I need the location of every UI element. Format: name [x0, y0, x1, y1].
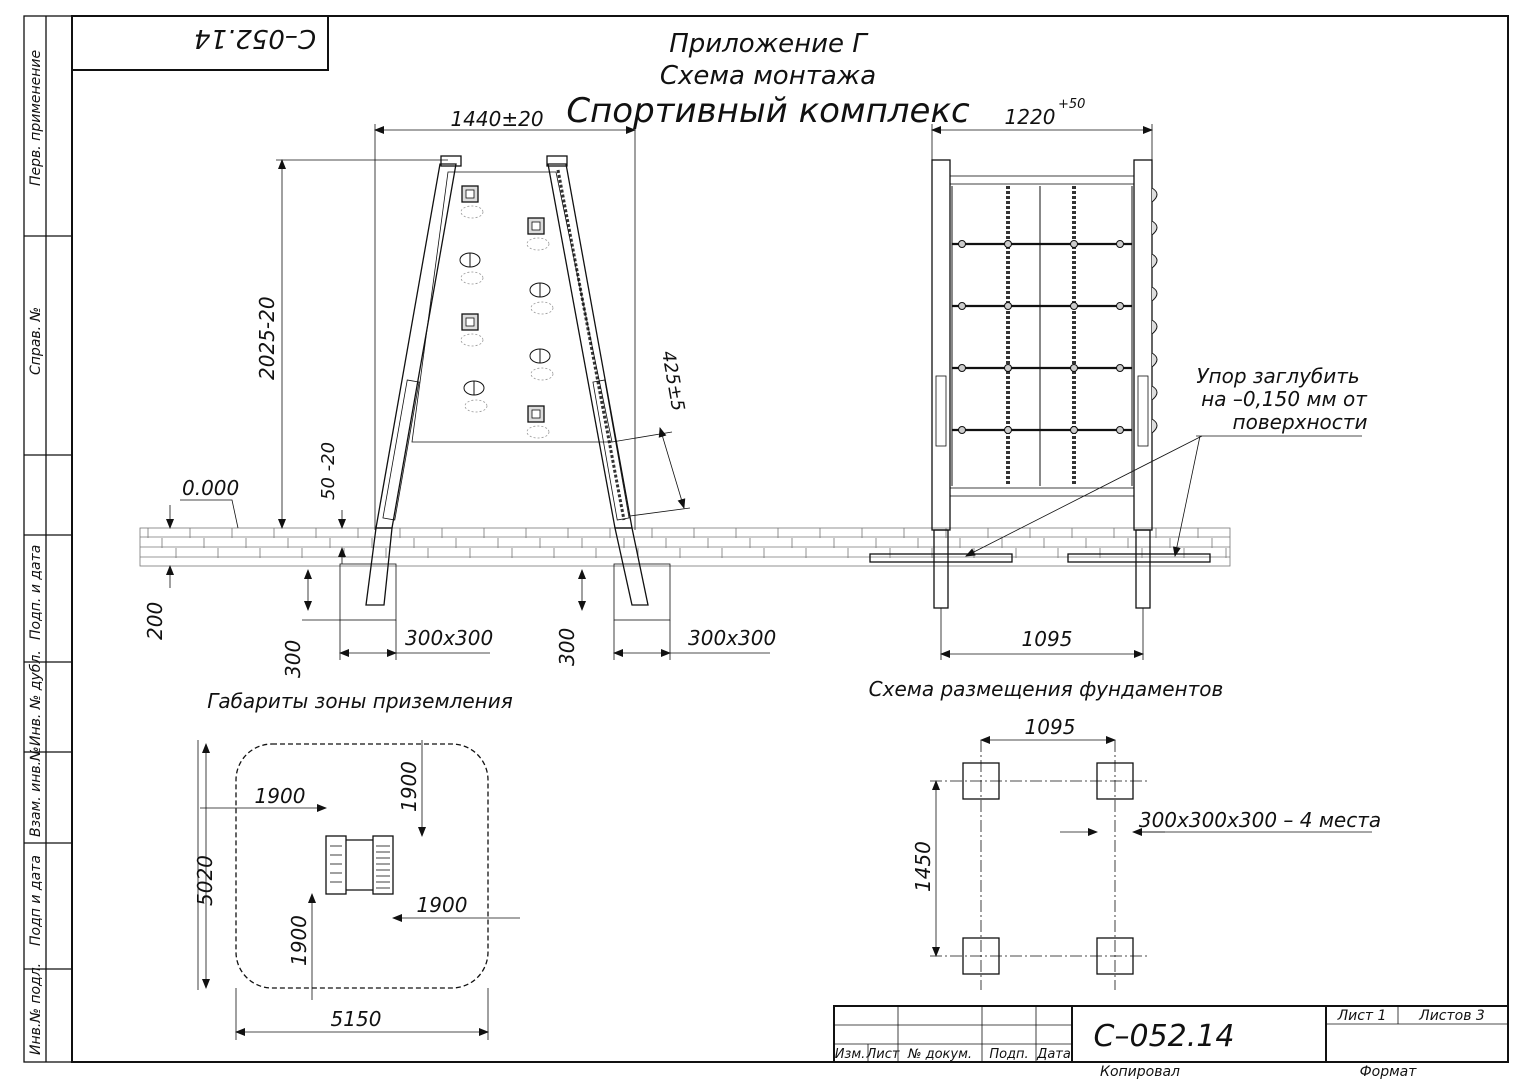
dim-200: 200 — [143, 602, 167, 640]
foundation-width: 1095 — [1025, 715, 1076, 739]
scheme-title: Схема монтажа — [660, 61, 876, 91]
title-block-code: С–052.14 — [1094, 1019, 1235, 1054]
pit-left — [339, 563, 397, 621]
col-izm: Изм. — [835, 1047, 866, 1062]
dim-2025: 2025-20 — [255, 296, 279, 380]
dim-right: 1900 — [417, 893, 468, 917]
foundation-layout: Схема размещения фундаментов 1095 1450 3… — [869, 677, 1381, 990]
code-box-text: С–052.14 — [194, 23, 316, 53]
pit-right-label: 300х300 — [688, 626, 776, 650]
front-view-dims: 1220 +50 1095 Упор заглубить на –0,150 м… — [931, 97, 1368, 660]
equipment-plan — [325, 835, 347, 895]
landing-zone-outline — [235, 743, 489, 989]
label-vzam-inv: Взам. инв.№ — [28, 746, 44, 837]
sheet-number: Лист 1 — [1337, 1008, 1387, 1024]
climbing-hold — [460, 313, 484, 347]
side-bumps — [1151, 187, 1158, 434]
sheet-total: Листов 3 — [1418, 1008, 1485, 1024]
note-line-3: поверхности — [1233, 410, 1368, 434]
right-stop-plate — [1067, 553, 1211, 563]
climbing-hold — [463, 380, 488, 413]
title-block: Изм. Лист № докум. Подп. Дата С–052.14 Л… — [833, 1005, 1509, 1080]
climbing-hold — [459, 252, 484, 285]
label-perv-primenenie: Перв. применение — [28, 50, 44, 186]
label-inv-podl: Инв.№ подл. — [28, 963, 44, 1055]
note-line-1: Упор заглубить — [1196, 364, 1359, 388]
climbing-holds — [459, 185, 554, 439]
label-podp-data-2: Подп и дата — [28, 855, 44, 946]
front-left-post — [931, 159, 951, 531]
pit-left-label: 300х300 — [405, 626, 493, 650]
format-label: Формат — [1360, 1064, 1418, 1080]
dim-top-right: 1900 — [397, 761, 421, 812]
dim-300-left: 300 — [281, 640, 305, 678]
label-podp-data-1: Подп. и дата — [28, 545, 44, 640]
front-view — [869, 159, 1211, 609]
dim-1220: 1220 — [1005, 105, 1056, 129]
pit-right — [613, 563, 671, 621]
side-view — [365, 155, 649, 606]
climbing-hold — [526, 217, 550, 251]
copied-label: Копировал — [1100, 1064, 1180, 1080]
left-stop-plate — [869, 553, 1013, 563]
note-line-2: на –0,150 мм от — [1201, 387, 1368, 411]
climbing-hold — [460, 185, 484, 219]
side-view-dims: 1440±20 2025-20 425±5 50 -20 0.000 200 3… — [143, 107, 776, 678]
col-list: Лист — [866, 1047, 900, 1062]
label-sprav-no: Справ. № — [28, 307, 44, 375]
dim-300-right: 300 — [555, 628, 579, 666]
dim-bottom: 1900 — [287, 915, 311, 966]
landing-zone: Габариты зоны приземления 5150 5020 1900… — [193, 689, 520, 1040]
dim-1220-tol: +50 — [1058, 97, 1085, 112]
sheet-frame — [23, 15, 1509, 1063]
col-doc: № докум. — [907, 1047, 972, 1062]
ground-strip — [139, 527, 1231, 567]
zone-height: 5020 — [193, 855, 217, 906]
dim-425: 425±5 — [657, 349, 688, 413]
climbing-hold — [529, 348, 554, 381]
climbing-hold — [526, 405, 550, 439]
col-date: Дата — [1036, 1047, 1071, 1062]
dim-top-left: 1900 — [255, 784, 306, 808]
product-title: Спортивный комплекс — [566, 91, 970, 131]
dim-1440: 1440±20 — [450, 107, 543, 131]
label-inv-dubl: Инв. № дубл. — [28, 650, 44, 746]
climbing-hold — [529, 282, 554, 315]
front-right-post — [1133, 159, 1153, 531]
left-post — [375, 163, 457, 529]
dim-50: 50 -20 — [318, 442, 339, 500]
zone-width: 5150 — [331, 1007, 382, 1031]
code-box: С–052.14 — [71, 15, 329, 71]
foundation-note: 300х300х300 – 4 места — [1139, 808, 1381, 832]
rope-grid — [951, 186, 1133, 486]
side-strip-labels: Перв. применение Справ. № Подп. и дата И… — [28, 50, 44, 1055]
dim-1095: 1095 — [1022, 627, 1073, 651]
foundation-title: Схема размещения фундаментов — [869, 677, 1224, 701]
level-mark: 0.000 — [182, 476, 239, 500]
landing-zone-title: Габариты зоны приземления — [207, 689, 513, 713]
col-sign: Подп. — [989, 1047, 1028, 1062]
right-post — [547, 163, 633, 529]
foundation-height: 1450 — [911, 841, 935, 892]
appendix-title: Приложение Г — [669, 29, 869, 59]
